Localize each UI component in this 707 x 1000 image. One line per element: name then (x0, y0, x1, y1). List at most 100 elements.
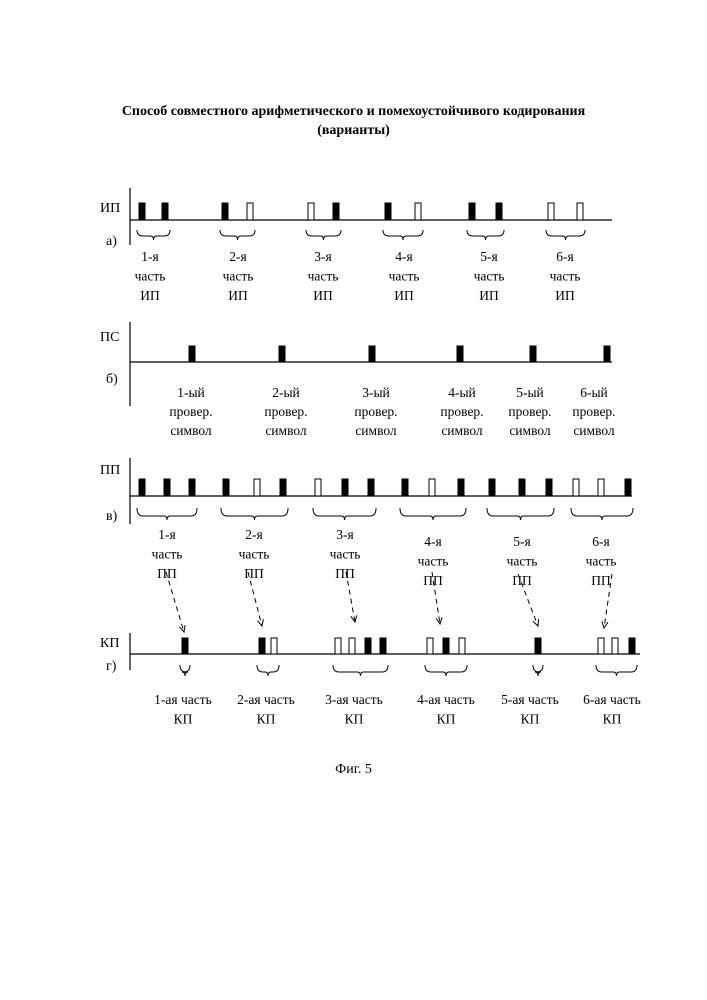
ip-pulse-filled (139, 203, 145, 220)
pp-part-label: ПП (244, 566, 264, 581)
ip-pulse-filled (222, 203, 228, 220)
pp-row-name: ПП (100, 463, 120, 478)
ps-part-label: символ (573, 423, 615, 438)
ps-part-label: 5-ый (516, 385, 544, 400)
ip-part-bracket (467, 230, 504, 240)
ip-part-label: часть (223, 269, 254, 284)
mapping-arrow-head (351, 615, 357, 622)
kp-part-label: КП (603, 712, 622, 727)
kp-part-label: 3-ая часть (325, 692, 383, 707)
kp-part-label: КП (257, 712, 276, 727)
ps-part-label: символ (509, 423, 551, 438)
kp-part-bracket (425, 665, 467, 676)
kp-part-label: 2-ая часть (237, 692, 295, 707)
ip-pulse-empty (415, 203, 421, 220)
pp-part-bracket (571, 508, 633, 520)
ip-part-label: 4-я (395, 249, 412, 264)
kp-row-letter: г) (106, 659, 117, 674)
ip-part-bracket (220, 230, 255, 240)
kp-part-bracket (533, 665, 543, 676)
kp-part-bracket (257, 665, 279, 676)
ip-part-bracket (137, 230, 170, 240)
ps-part-label: символ (441, 423, 483, 438)
ip-part-label: 6-я (556, 249, 573, 264)
ps-row-name: ПС (100, 330, 119, 345)
pp-part-label: часть (239, 547, 270, 562)
kp-pulse-filled (182, 638, 188, 654)
ip-part-bracket (306, 230, 341, 240)
pp-pulse-empty (315, 479, 321, 496)
ps-pulse-filled (189, 346, 195, 362)
ip-part-label: ИП (140, 288, 160, 303)
ip-part-label: часть (474, 269, 505, 284)
ip-pulse-filled (162, 203, 168, 220)
pp-pulse-filled (223, 479, 229, 496)
kp-pulse-filled (259, 638, 265, 654)
kp-part-label: 6-ая часть (583, 692, 641, 707)
ip-part-label: ИП (394, 288, 414, 303)
pp-part-bracket (400, 508, 466, 520)
ip-part-label: 3-я (314, 249, 331, 264)
ps-part-label: провер. (354, 404, 397, 419)
ip-part-label: часть (550, 269, 581, 284)
pp-pulse-empty (598, 479, 604, 496)
ps-pulse-filled (604, 346, 610, 362)
pp-part-bracket (137, 508, 197, 520)
kp-pulse-empty (427, 638, 433, 654)
ip-pulse-filled (496, 203, 502, 220)
ps-part-label: 6-ый (580, 385, 608, 400)
ip-part-label: 2-я (229, 249, 246, 264)
kp-pulse-filled (365, 638, 371, 654)
kp-part-label: 1-ая часть (154, 692, 212, 707)
ip-part-label: часть (389, 269, 420, 284)
ps-part-label: 2-ый (272, 385, 300, 400)
ip-part-label: 1-я (141, 249, 158, 264)
kp-part-label: КП (345, 712, 364, 727)
kp-pulse-filled (443, 638, 449, 654)
pp-part-label: 6-я (592, 534, 609, 549)
kp-part-bracket (596, 665, 637, 676)
ps-pulse-filled (530, 346, 536, 362)
ps-part-label: 3-ый (362, 385, 390, 400)
ps-part-label: провер. (508, 404, 551, 419)
ip-part-label: 5-я (480, 249, 497, 264)
pp-part-label: ПП (335, 566, 355, 581)
kp-part-label: 4-ая часть (417, 692, 475, 707)
ip-row-name: ИП (100, 201, 120, 216)
pp-part-label: 5-я (513, 534, 530, 549)
ip-pulse-empty (577, 203, 583, 220)
pp-pulse-filled (458, 479, 464, 496)
pp-part-label: 1-я (158, 527, 175, 542)
kp-part-label: КП (437, 712, 456, 727)
ps-part-label: символ (170, 423, 212, 438)
pp-pulse-filled (280, 479, 286, 496)
kp-part-bracket (180, 665, 190, 676)
ps-part-label: символ (355, 423, 397, 438)
kp-pulse-empty (459, 638, 465, 654)
pp-part-label: часть (507, 554, 538, 569)
ps-part-label: 4-ый (448, 385, 476, 400)
pp-pulse-empty (254, 479, 260, 496)
ip-part-label: часть (308, 269, 339, 284)
ps-part-label: провер. (264, 404, 307, 419)
ip-pulse-empty (308, 203, 314, 220)
kp-part-bracket (333, 665, 388, 676)
pp-part-label: 4-я (424, 534, 441, 549)
ip-pulse-filled (333, 203, 339, 220)
kp-pulse-filled (629, 638, 635, 654)
kp-pulse-empty (271, 638, 277, 654)
kp-pulse-empty (349, 638, 355, 654)
pp-pulse-filled (139, 479, 145, 496)
ps-part-label: провер. (572, 404, 615, 419)
pp-pulse-filled (189, 479, 195, 496)
ip-pulse-empty (548, 203, 554, 220)
kp-pulse-empty (335, 638, 341, 654)
kp-part-label: 5-ая часть (501, 692, 559, 707)
ps-part-label: 1-ый (177, 385, 205, 400)
kp-pulse-empty (612, 638, 618, 654)
ip-part-label: ИП (228, 288, 248, 303)
pp-pulse-filled (489, 479, 495, 496)
pp-pulse-empty (573, 479, 579, 496)
ps-part-label: провер. (440, 404, 483, 419)
pp-part-label: часть (330, 547, 361, 562)
